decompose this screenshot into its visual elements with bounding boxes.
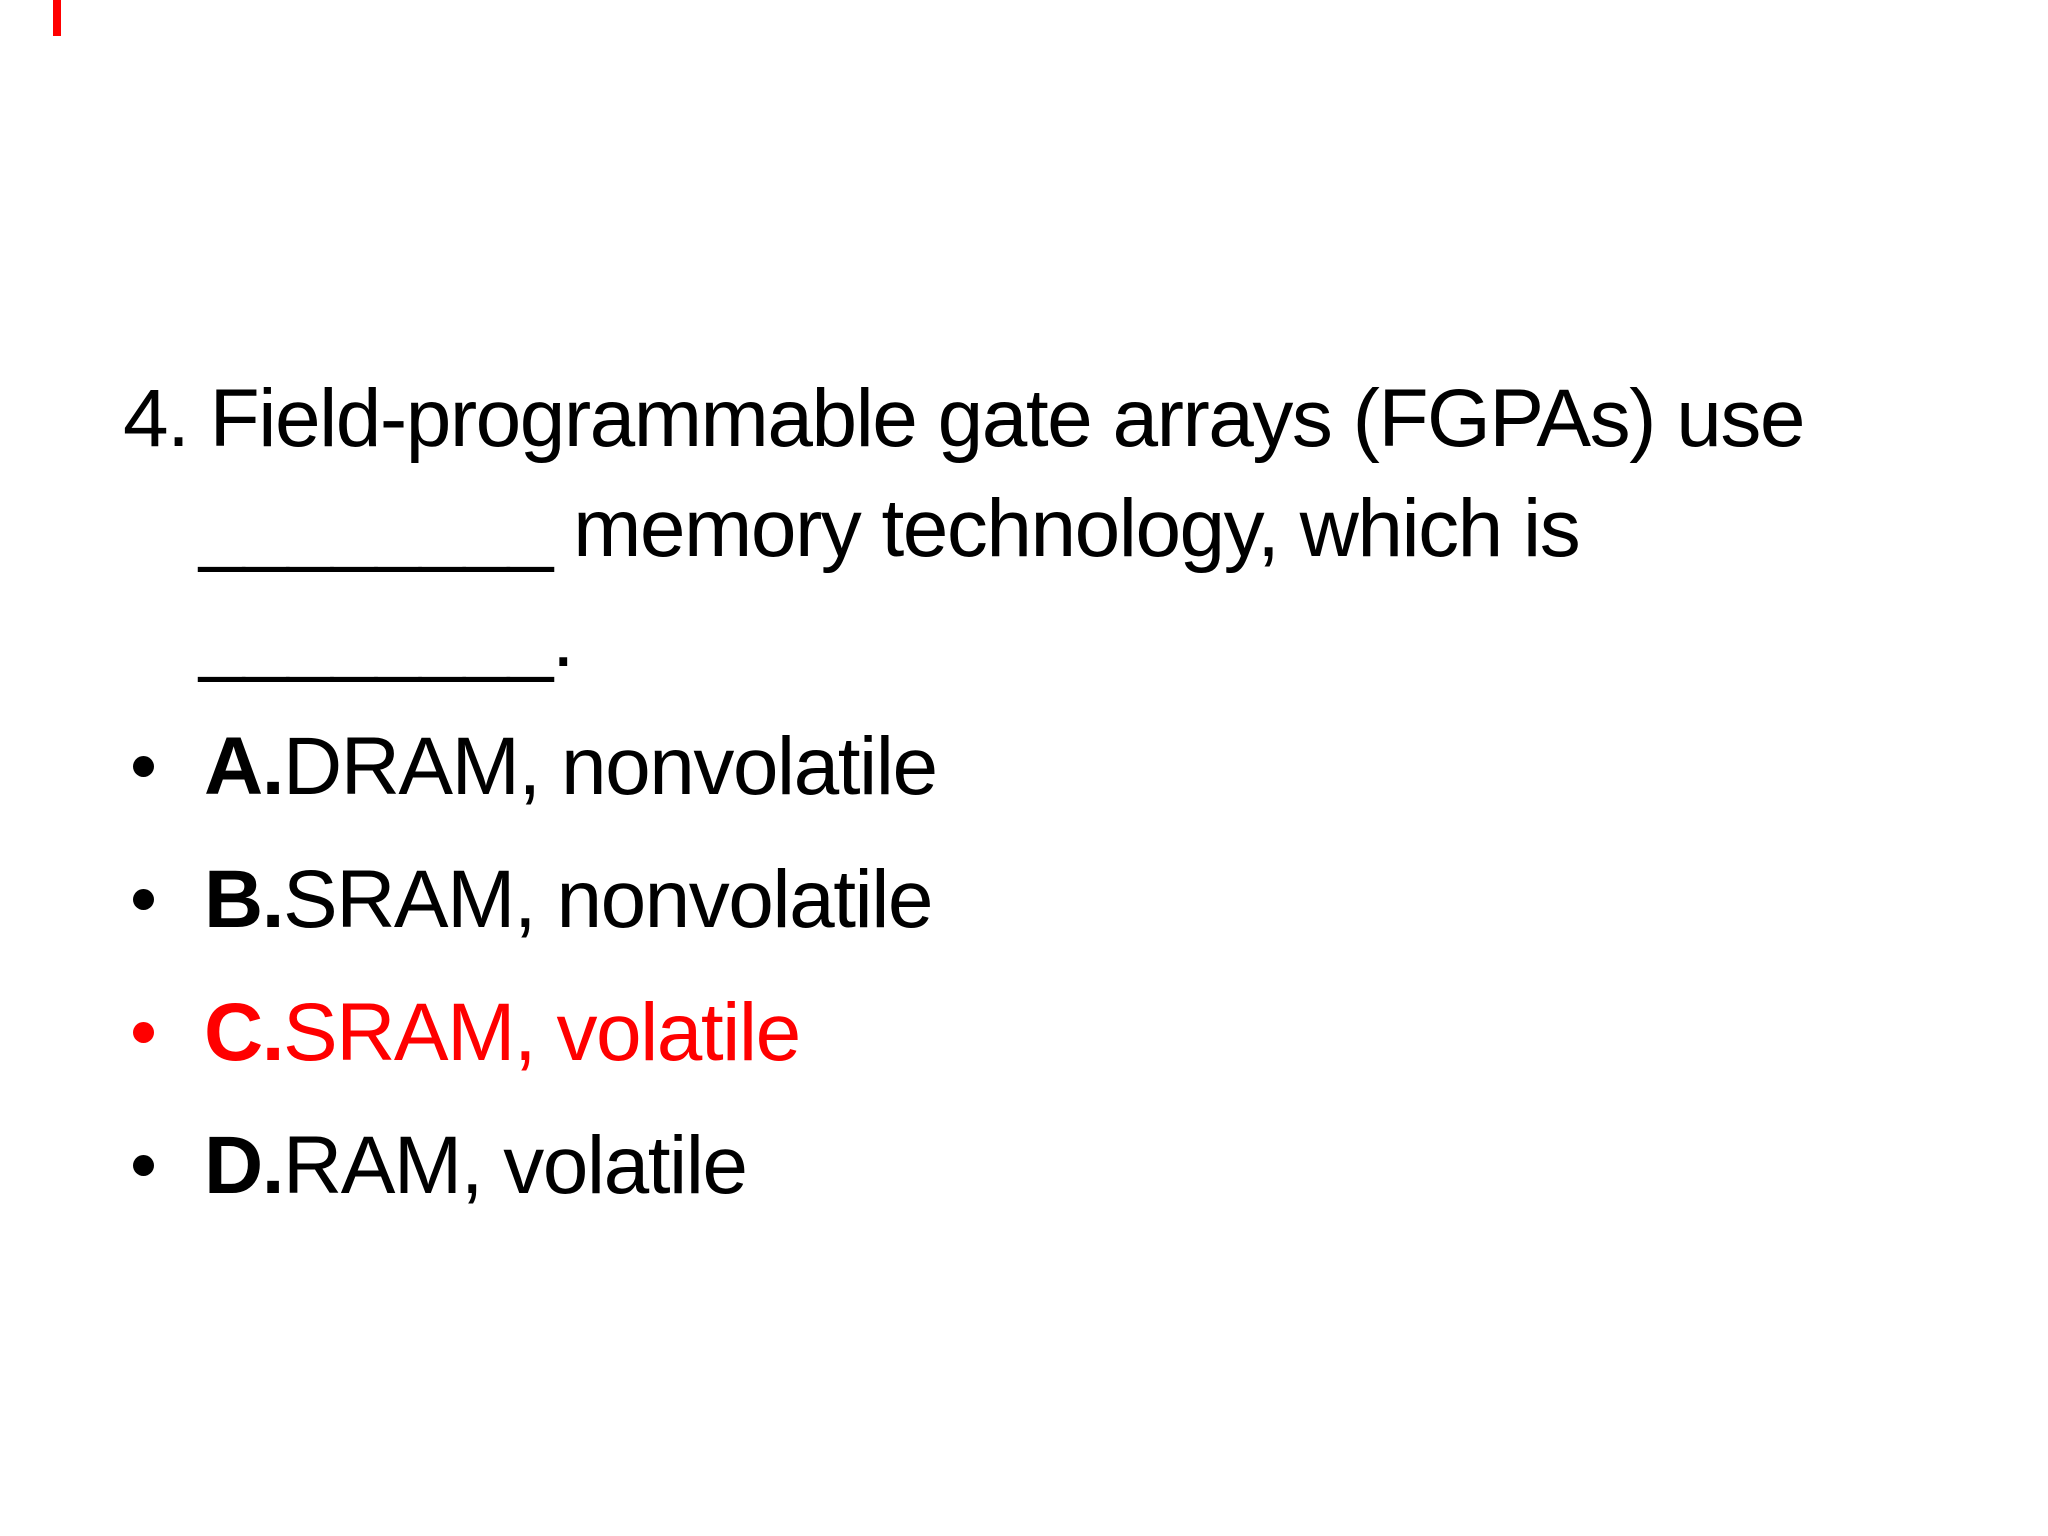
- option-d-marker: D.: [204, 1120, 285, 1211]
- option-c-text: SRAM, volatile: [283, 987, 801, 1078]
- option-a-marker: A.: [204, 721, 285, 812]
- option-a-text: DRAM, nonvolatile: [283, 721, 938, 812]
- option-b-marker: B.: [204, 854, 285, 945]
- bullet-icon: [133, 756, 154, 777]
- option-d-text: RAM, volatile: [283, 1120, 748, 1211]
- bullet-icon: [133, 889, 154, 910]
- option-a: A.DRAM, nonvolatile: [204, 726, 938, 808]
- option-c-correct-answer: C.SRAM, volatile: [204, 992, 801, 1074]
- bullet-icon: [133, 1155, 154, 1176]
- bullet-icon-highlighted: [133, 1022, 154, 1043]
- option-b: B.SRAM, nonvolatile: [204, 859, 934, 941]
- option-b-text: SRAM, nonvolatile: [283, 854, 934, 945]
- question-line-1: 4. Field-programmable gate arrays (FGPAs…: [123, 373, 1805, 464]
- option-d: D.RAM, volatile: [204, 1125, 748, 1207]
- red-dash-decoration: [53, 0, 61, 36]
- question-line-2: ________ memory technology, which is: [199, 483, 1581, 574]
- option-c-marker: C.: [204, 987, 285, 1078]
- question-line-3: ________.: [199, 593, 575, 684]
